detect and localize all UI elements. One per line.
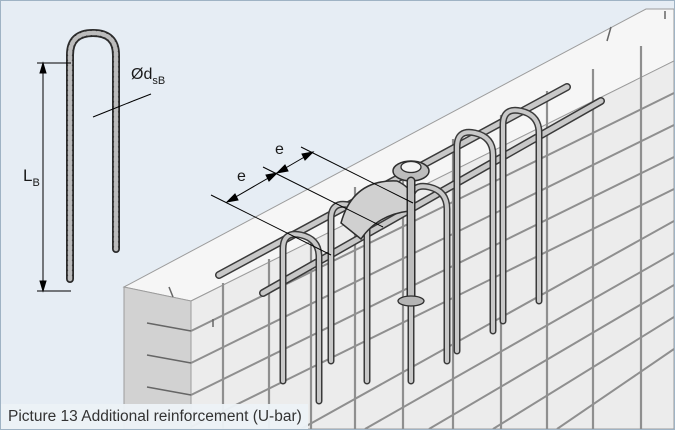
spacing-label-2: e (275, 141, 284, 158)
lifting-anchor-icon (340, 160, 430, 307)
spacing-label-1: e (237, 168, 246, 185)
spacing-dimensions (210, 146, 414, 256)
u-bar-detail (37, 28, 152, 293)
mesh-bar-ends (146, 11, 666, 396)
length-dimension (37, 61, 71, 293)
u-bar-5 (499, 106, 543, 325)
ribbed-u-bar-icon (66, 28, 120, 283)
diameter-label: ØdsB (131, 66, 165, 87)
figure-caption: Picture 13 Additional reinforcement (U-b… (1, 404, 308, 429)
u-bar-1 (279, 230, 323, 405)
u-bar-4 (453, 128, 497, 355)
diameter-dimension (92, 93, 152, 118)
length-label: LB (23, 166, 40, 189)
wall-left-edge (123, 286, 192, 429)
